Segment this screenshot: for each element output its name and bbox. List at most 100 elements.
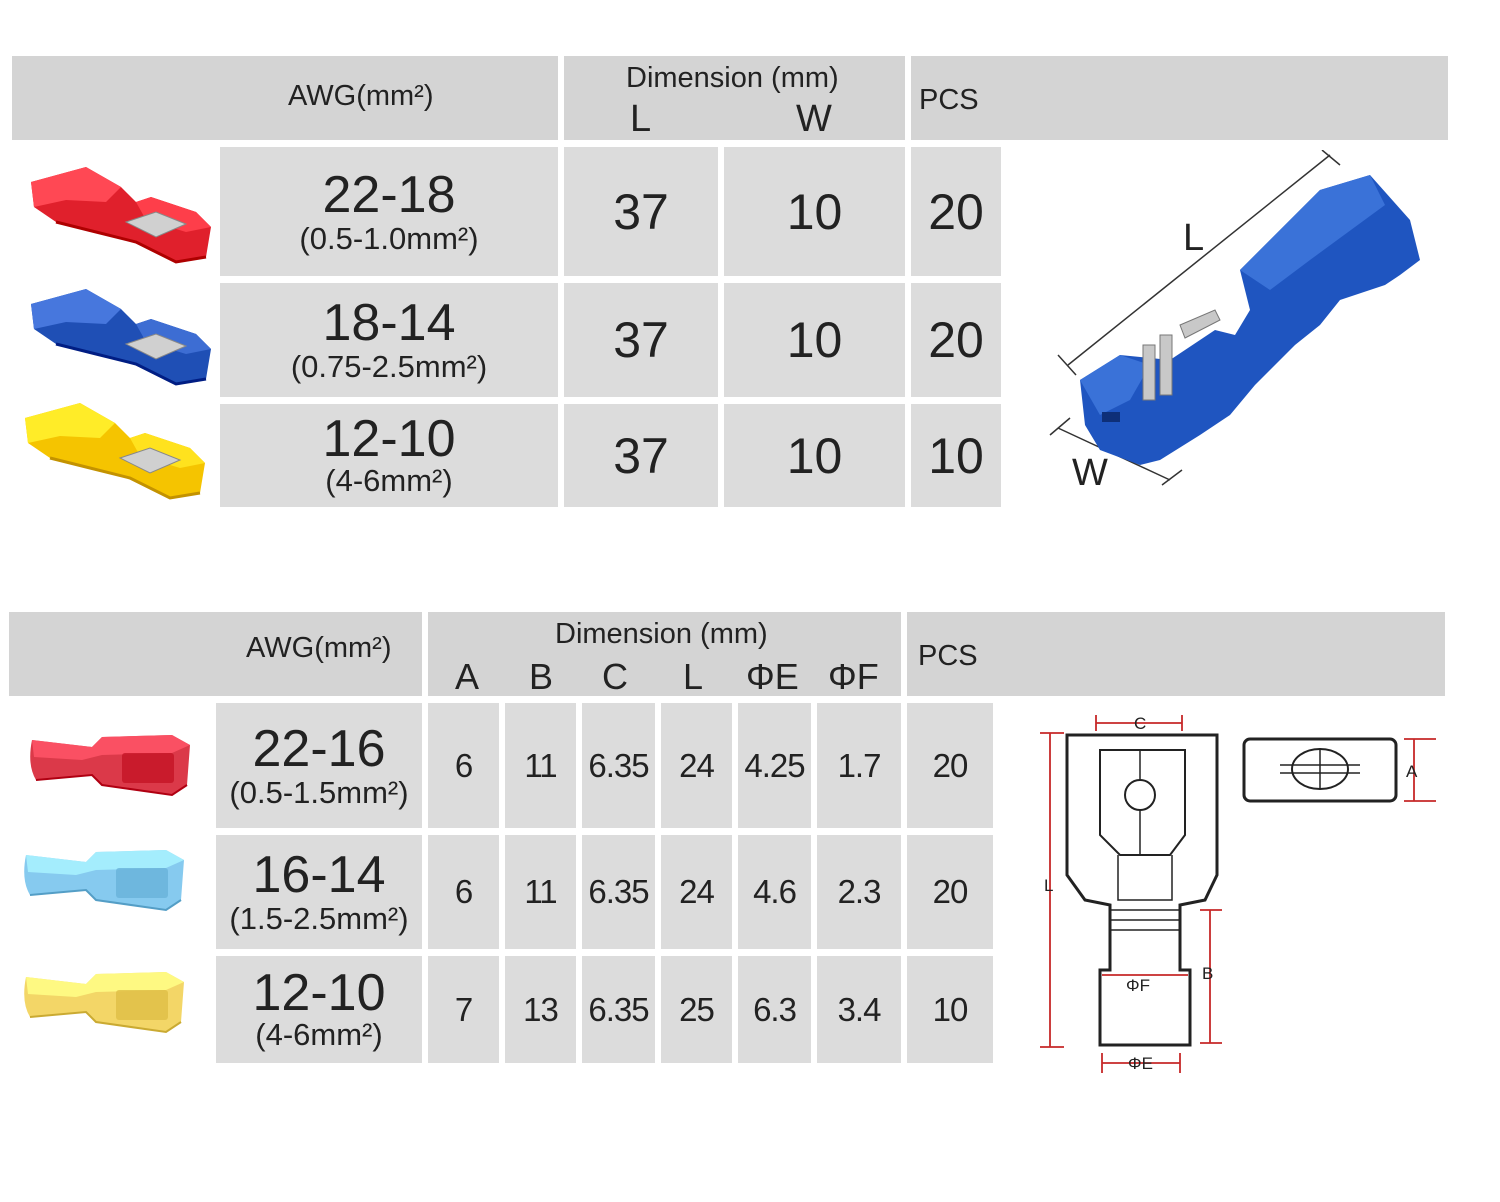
t2-row2-b: 11 bbox=[524, 873, 557, 910]
t2-row3-c: 6.35 bbox=[588, 990, 649, 1028]
t2-row1-a-cell: 6 bbox=[428, 703, 499, 828]
t1-header-pcs: PCS bbox=[919, 84, 979, 116]
t2-header-col-b: B bbox=[529, 656, 554, 697]
red-t-tap-connector-icon bbox=[31, 167, 211, 264]
t1-row2-w-cell: 10 bbox=[724, 283, 905, 397]
t2-header-awg: AWG(mm²) bbox=[246, 632, 392, 664]
t2-row3-awg-cell: 12-10 (4-6mm²) bbox=[216, 956, 422, 1063]
t2-row1-l-cell: 24 bbox=[661, 703, 732, 828]
t2-row3-c-cell: 6.35 bbox=[582, 956, 655, 1063]
t1-row2-awg-cell: 18-14 (0.75-2.5mm²) bbox=[220, 283, 558, 397]
t2-row3-l: 25 bbox=[679, 990, 715, 1028]
t-tap-connector-part bbox=[31, 289, 121, 329]
t1-row3-pcs: 10 bbox=[928, 427, 984, 484]
t1-row2-l-cell: 37 bbox=[564, 283, 718, 397]
t2-row2-l-cell: 24 bbox=[661, 835, 732, 949]
t2-header-pcs: PCS bbox=[918, 640, 978, 672]
t1-row3-l: 37 bbox=[613, 427, 669, 484]
t-tap-connector-part bbox=[136, 197, 211, 232]
t1-row1-mm: (0.5-1.0mm²) bbox=[299, 220, 479, 256]
t1-row1-l-cell: 37 bbox=[564, 147, 718, 276]
t2-row1-c: 6.35 bbox=[588, 746, 649, 784]
t1-header-dimension-cell bbox=[564, 56, 905, 140]
t2-diagram-label-c: C bbox=[1134, 714, 1146, 733]
t2-header-dimension-cell bbox=[428, 612, 901, 696]
red-spade-connector-icon bbox=[30, 735, 190, 797]
t-tap-connector-part bbox=[124, 333, 188, 360]
t2-row3-e: 6.3 bbox=[753, 990, 797, 1028]
t2-header-col-c: C bbox=[602, 656, 628, 697]
t1-row1-awg: 22-18 bbox=[322, 165, 456, 224]
t2-row2-pcs-cell: 20 bbox=[907, 835, 993, 949]
t2-row1-c-cell: 6.35 bbox=[582, 703, 655, 828]
t1-row2-mm: (0.75-2.5mm²) bbox=[290, 349, 488, 384]
t2-row3-f: 3.4 bbox=[837, 990, 882, 1028]
spade-dimension-diagram: C L ΦF B ΦE A bbox=[1040, 714, 1436, 1073]
t1-header-dimension: Dimension (mm) bbox=[626, 62, 839, 94]
t2-row2-c: 6.35 bbox=[588, 873, 649, 910]
t2-row1-e: 4.25 bbox=[744, 746, 805, 784]
t1-diagram-label-l: L bbox=[1183, 217, 1204, 259]
t2-row3-b-cell: 13 bbox=[505, 956, 576, 1063]
t2-row1-a: 6 bbox=[454, 746, 473, 784]
t2-row1-b: 11 bbox=[524, 746, 557, 784]
t2-diagram-label-b: B bbox=[1202, 964, 1213, 983]
t2-row3-mm: (4-6mm²) bbox=[255, 1016, 383, 1052]
t-tap-dimension-diagram: L W bbox=[1049, 150, 1420, 494]
t1-row3-w: 10 bbox=[786, 427, 843, 484]
t1-row1-pcs: 20 bbox=[928, 183, 984, 240]
t1-row1-w: 10 bbox=[786, 183, 843, 240]
t1-header-pcs-cell bbox=[911, 56, 1448, 140]
t2-row3-e-cell: 6.3 bbox=[738, 956, 811, 1063]
t2-row1-awg: 22-16 bbox=[252, 719, 386, 778]
t1-header-awg: AWG(mm²) bbox=[288, 80, 434, 112]
t2-row2-e: 4.6 bbox=[753, 873, 797, 910]
t2-row3-pcs-cell: 10 bbox=[907, 956, 993, 1063]
t2-header-col-f: ΦF bbox=[828, 656, 879, 697]
t1-header-l: L bbox=[630, 98, 652, 140]
t2-row3-pcs: 10 bbox=[932, 990, 969, 1028]
t1-row2-pcs-cell: 20 bbox=[911, 283, 1001, 397]
t1-row2-pcs: 20 bbox=[928, 312, 984, 368]
t2-header-dimension: Dimension (mm) bbox=[555, 618, 768, 650]
t2-row2-pcs: 20 bbox=[932, 873, 969, 910]
t2-row3-a-cell: 7 bbox=[428, 956, 499, 1063]
t1-row1-awg-cell: 22-18 (0.5-1.0mm²) bbox=[220, 147, 558, 276]
spade-connector-part bbox=[122, 753, 174, 783]
t1-row3-pcs-cell: 10 bbox=[911, 404, 1001, 507]
t2-row2-f-cell: 2.3 bbox=[817, 835, 901, 949]
t2-row1-pcs: 20 bbox=[932, 746, 969, 784]
t-tap-connector-part bbox=[49, 456, 201, 500]
t2-row2-awg-cell: 16-14 (1.5-2.5mm²) bbox=[216, 835, 422, 949]
t1-row2-l: 37 bbox=[613, 312, 669, 368]
t1-row1-pcs-cell: 20 bbox=[911, 147, 1001, 276]
yellow-spade-connector-icon bbox=[24, 972, 184, 1034]
t2-row2-a-cell: 6 bbox=[428, 835, 499, 949]
t2-row2-b-cell: 11 bbox=[505, 835, 576, 949]
t2-row2-awg: 16-14 bbox=[252, 846, 386, 904]
t1-row3-l-cell: 37 bbox=[564, 404, 718, 507]
t1-row3-mm: (4-6mm²) bbox=[325, 462, 453, 498]
t2-header-awg-cell bbox=[9, 612, 422, 696]
spade-connector-part bbox=[32, 735, 190, 760]
t1-row2-awg: 18-14 bbox=[322, 294, 456, 352]
t2-diagram-label-a: A bbox=[1406, 762, 1418, 781]
t2-row3-b: 13 bbox=[523, 990, 559, 1028]
t2-header-col-e: ΦE bbox=[746, 656, 799, 697]
t2-row1-l: 24 bbox=[679, 746, 715, 784]
t-tap-connector-part bbox=[31, 167, 121, 207]
spade-connector-part bbox=[29, 1010, 182, 1034]
blue-spade-connector-icon bbox=[24, 850, 184, 912]
spade-connector-part bbox=[29, 888, 182, 912]
t1-row3-awg-cell: 12-10 (4-6mm²) bbox=[220, 404, 558, 507]
t1-row1-w-cell: 10 bbox=[724, 147, 905, 276]
t2-diagram-label-l: L bbox=[1044, 876, 1053, 895]
t2-row3-awg: 12-10 bbox=[252, 963, 386, 1022]
t2-row3-a: 7 bbox=[454, 990, 473, 1028]
spade-connector-part bbox=[35, 773, 188, 797]
t2-row2-mm: (1.5-2.5mm²) bbox=[229, 901, 409, 936]
t2-row1-mm: (0.5-1.5mm²) bbox=[229, 774, 409, 810]
t2-row3-f-cell: 3.4 bbox=[817, 956, 901, 1063]
t2-row1-f-cell: 1.7 bbox=[817, 703, 901, 828]
t2-diagram-label-f: ΦF bbox=[1126, 976, 1150, 995]
